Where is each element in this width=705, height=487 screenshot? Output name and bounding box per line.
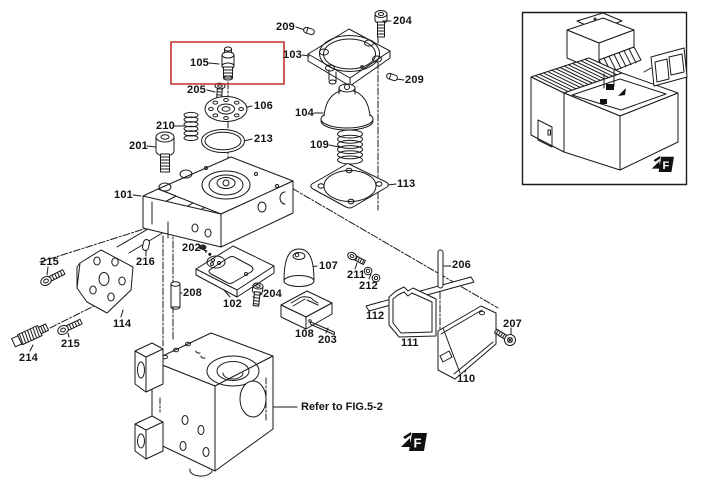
- part-107-drawing: [283, 248, 315, 287]
- part-104-drawing: [320, 83, 374, 131]
- part-202-drawing: [199, 244, 212, 256]
- part-label-209-top: 209: [276, 21, 295, 33]
- part-label-108: 108: [295, 328, 314, 340]
- refer-note: Refer to FIG.5-2: [301, 401, 383, 413]
- part-label-114: 114: [113, 318, 132, 330]
- part-214-drawing: [11, 323, 50, 348]
- brand-logo-letter: F: [414, 436, 422, 451]
- part-label-107: 107: [319, 260, 338, 272]
- part-105-drawing: [221, 46, 235, 81]
- part-label-203: 203: [318, 334, 337, 346]
- part-label-110: 110: [457, 373, 476, 385]
- part-label-215-upper: 215: [40, 256, 59, 268]
- part-label-214: 214: [19, 352, 38, 364]
- part-113-drawing: [310, 163, 389, 209]
- part-216-drawing: [141, 239, 151, 251]
- part-label-202: 202: [182, 242, 201, 254]
- part-207-drawing: [493, 328, 516, 346]
- brand-logo-inset: F: [651, 155, 674, 172]
- part-label-210: 210: [156, 120, 175, 132]
- machine-overview-drawing: [530, 12, 688, 171]
- part-102-drawing: [195, 245, 275, 298]
- part-215-lower-drawing: [57, 318, 83, 335]
- part-209-top-drawing: [303, 26, 315, 36]
- part-101-drawing: [142, 156, 294, 248]
- part-108-drawing: [280, 290, 333, 330]
- part-label-211: 211: [347, 269, 366, 281]
- part-label-212: 212: [359, 280, 378, 292]
- part-label-113: 113: [397, 178, 416, 190]
- part-110-drawing: [437, 305, 497, 380]
- part-111-drawing: [388, 286, 437, 338]
- part-label-103: 103: [283, 49, 302, 61]
- part-label-104: 104: [295, 107, 314, 119]
- part-label-213: 213: [254, 133, 273, 145]
- brand-logo-main: F: [401, 432, 427, 451]
- part-208-drawing: [170, 281, 181, 310]
- part-213-drawing: [201, 129, 245, 153]
- part-label-101: 101: [114, 189, 133, 201]
- part-label-105: 105: [190, 57, 209, 69]
- part-209-right-drawing: [386, 72, 398, 82]
- part-215-upper-drawing: [40, 269, 66, 286]
- part-203-drawing: [309, 321, 336, 335]
- part-201-drawing: [155, 131, 175, 173]
- part-label-205: 205: [187, 84, 206, 96]
- part-label-208: 208: [183, 287, 202, 299]
- part-103-drawing: [307, 28, 391, 87]
- lower-block-drawing: [134, 332, 274, 477]
- part-114-drawing: [76, 249, 134, 314]
- part-106-drawing: [204, 96, 248, 122]
- brand-logo-letter: F: [663, 160, 670, 172]
- part-206-drawing: [437, 249, 444, 289]
- part-label-207: 207: [503, 318, 522, 330]
- part-label-111: 111: [401, 337, 419, 349]
- part-label-209-right: 209: [405, 74, 424, 86]
- part-204-top-drawing: [374, 10, 388, 38]
- part-label-206: 206: [452, 259, 471, 271]
- machine-inset: F: [521, 11, 688, 186]
- part-label-204-mid: 204: [263, 288, 282, 300]
- part-label-109: 109: [310, 139, 329, 151]
- part-label-102: 102: [223, 298, 242, 310]
- highlight-box-105: [170, 41, 285, 85]
- part-212-drawing: [363, 266, 381, 283]
- part-109-drawing: [337, 129, 363, 165]
- part-label-201: 201: [129, 140, 148, 152]
- part-label-106: 106: [254, 100, 273, 112]
- part-label-204-top: 204: [393, 15, 412, 27]
- part-label-216: 216: [136, 256, 155, 268]
- part-label-112: 112: [366, 310, 385, 322]
- part-211-drawing: [347, 251, 366, 266]
- part-label-215-lower: 215: [61, 338, 80, 350]
- part-210-drawing: [183, 111, 199, 142]
